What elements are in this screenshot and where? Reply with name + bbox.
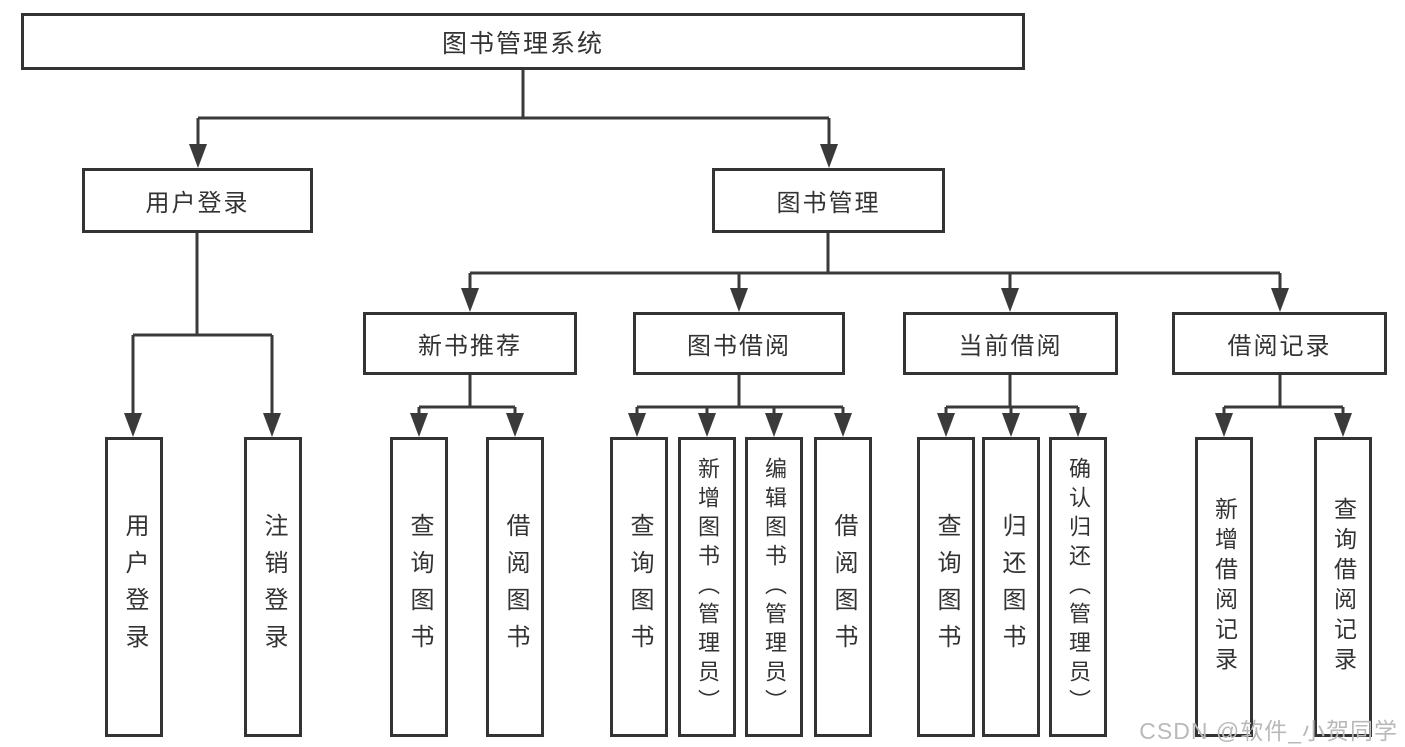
node-root: 图书管理系统 <box>21 13 1025 70</box>
leaf-borrowing-edit-books-admin: 编辑图书（管理员） <box>745 437 803 737</box>
leaf-records-add-record: 新增借阅记录 <box>1195 437 1253 737</box>
leaf-current-confirm-return-admin: 确认归还（管理员） <box>1049 437 1107 737</box>
arrowheads <box>124 144 1352 437</box>
leaf-recommend-query-books: 查询图书 <box>390 437 448 737</box>
node-book-borrowing: 图书借阅 <box>633 312 845 375</box>
leaf-borrowing-query-books: 查询图书 <box>610 437 668 737</box>
leaf-records-query-record: 查询借阅记录 <box>1314 437 1372 737</box>
leaf-borrowing-add-books-admin: 新增图书（管理员） <box>678 437 736 737</box>
node-borrowing-records: 借阅记录 <box>1172 312 1387 375</box>
csdn-watermark: CSDN @软件_小贺同学 <box>1139 718 1398 744</box>
leaf-recommend-borrow-books: 借阅图书 <box>486 437 544 737</box>
node-new-book-recommend: 新书推荐 <box>363 312 577 375</box>
leaf-logout: 注销登录 <box>244 437 302 737</box>
node-book-management: 图书管理 <box>712 168 945 233</box>
leaf-current-query-books: 查询图书 <box>917 437 975 737</box>
leaf-user-login: 用户登录 <box>105 437 163 737</box>
node-user-login: 用户登录 <box>82 168 313 233</box>
leaf-borrowing-borrow-books: 借阅图书 <box>814 437 872 737</box>
node-current-borrowing: 当前借阅 <box>903 312 1118 375</box>
leaf-current-return-books: 归还图书 <box>982 437 1040 737</box>
